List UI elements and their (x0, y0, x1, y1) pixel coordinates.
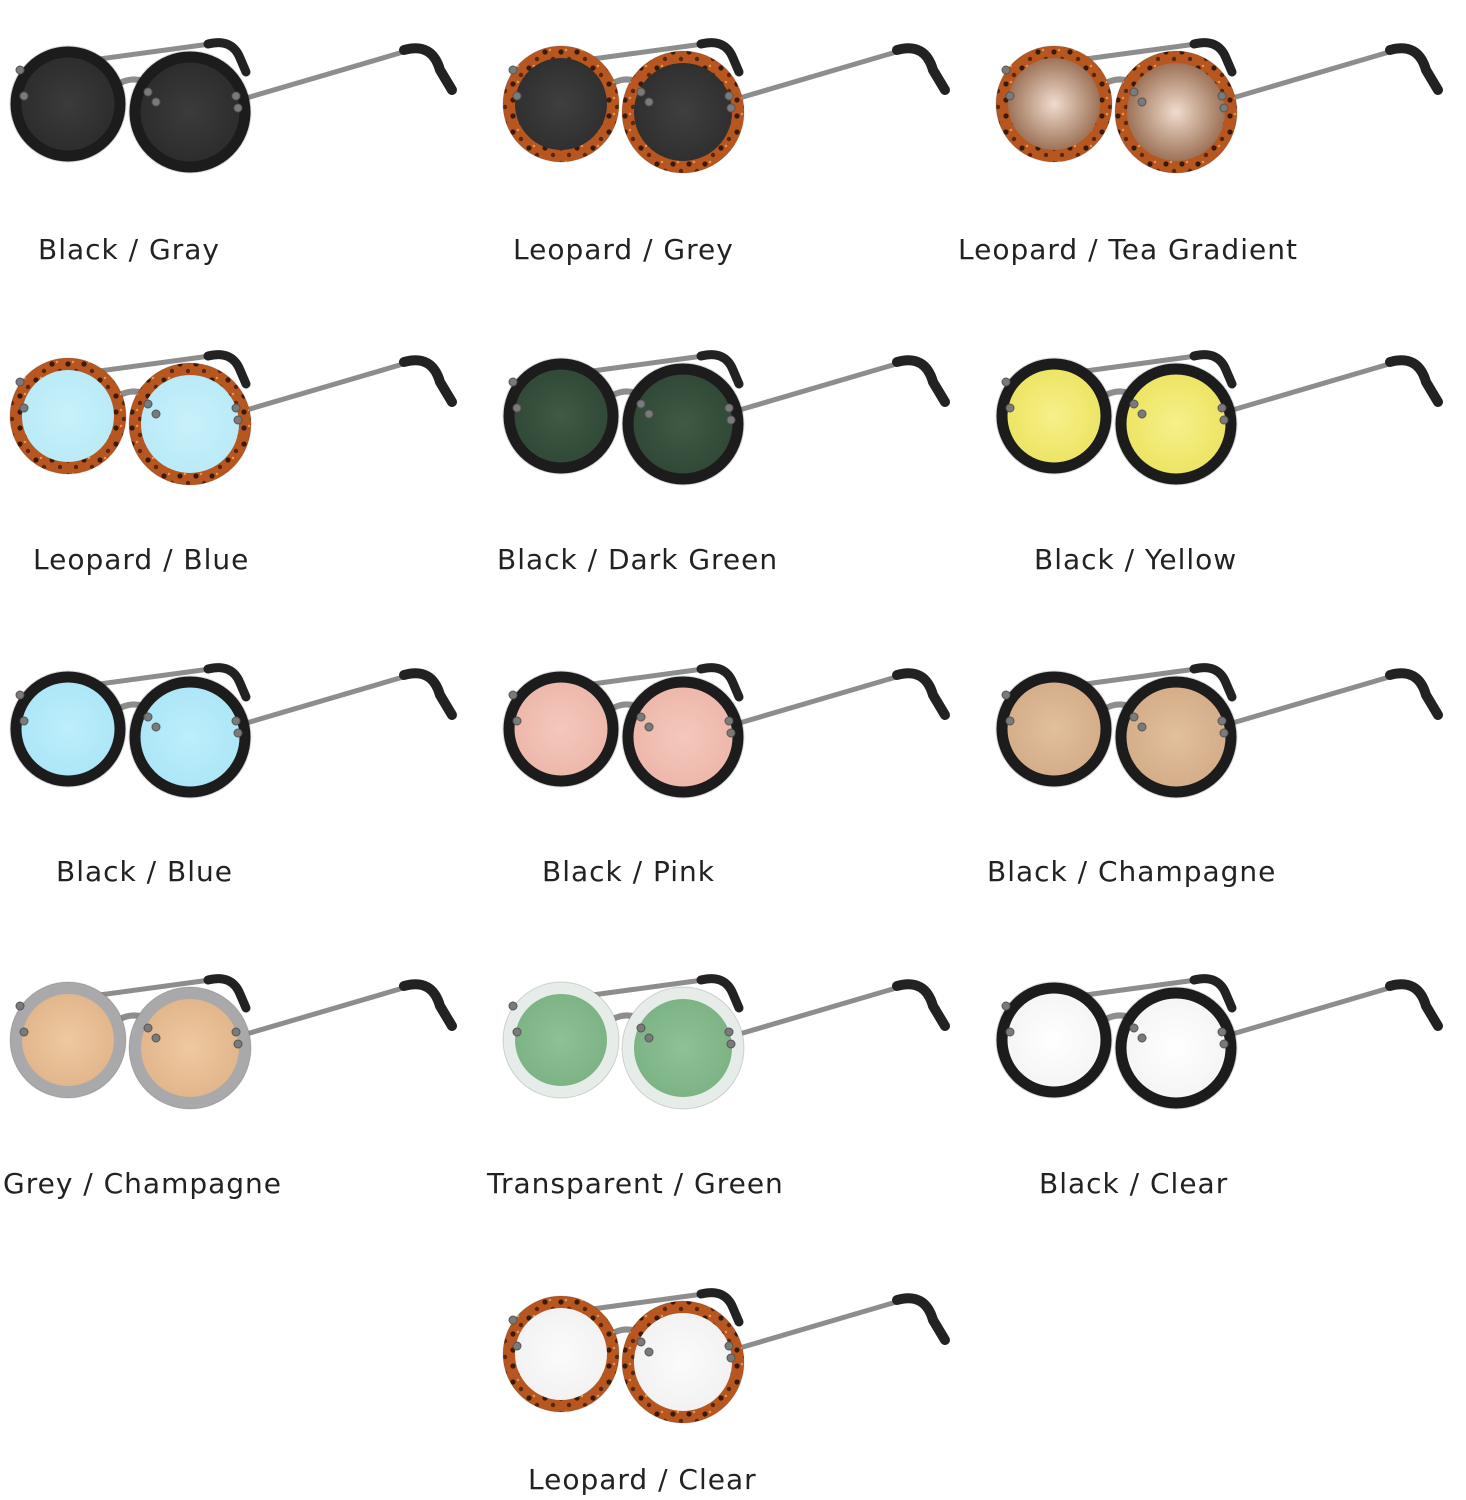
variant-leopard-tea-gradient: Leopard / Tea Gradient (958, 0, 1466, 300)
glasses-drawing (995, 350, 1443, 486)
sunglasses-image (502, 1288, 950, 1424)
glasses-drawing (995, 38, 1443, 174)
sunglasses-image (502, 350, 950, 486)
variant-black-gray: Black / Gray (0, 0, 480, 300)
sunglasses-image (502, 38, 950, 174)
glasses-drawing (502, 38, 950, 174)
variant-leopard-blue: Leopard / Blue (0, 312, 480, 612)
glasses-drawing (502, 1288, 950, 1424)
variant-label: Black / Gray (38, 233, 220, 266)
variant-black-yellow: Black / Yellow (986, 312, 1466, 612)
glasses-drawing (502, 350, 950, 486)
variant-label: Transparent / Green (487, 1167, 784, 1200)
variant-label: Leopard / Clear (528, 1463, 757, 1496)
variant-label: Black / Blue (56, 855, 233, 888)
variant-leopard-clear: Leopard / Clear (493, 1250, 973, 1500)
glasses-drawing (9, 974, 457, 1110)
sunglasses-image (995, 974, 1443, 1110)
glasses-drawing (9, 38, 457, 174)
variant-label: Leopard / Grey (513, 233, 734, 266)
sunglasses-image (995, 38, 1443, 174)
sunglasses-image (9, 350, 457, 486)
sunglasses-image (9, 663, 457, 799)
glasses-drawing (502, 663, 950, 799)
variant-black-blue: Black / Blue (0, 625, 480, 925)
variant-black-clear: Black / Clear (986, 936, 1466, 1236)
variant-label: Black / Clear (1039, 1167, 1229, 1200)
variant-black-dark-green: Black / Dark Green (493, 312, 973, 612)
variant-label: Black / Champagne (987, 855, 1277, 888)
variant-transparent-green: Transparent / Green (487, 936, 973, 1236)
variant-leopard-grey: Leopard / Grey (493, 0, 973, 300)
sunglasses-image (995, 663, 1443, 799)
variant-label: Leopard / Tea Gradient (958, 233, 1298, 266)
variant-label: Black / Dark Green (497, 543, 779, 576)
variant-label: Grey / Champagne (3, 1167, 283, 1200)
sunglasses-image (995, 350, 1443, 486)
sunglasses-image (9, 974, 457, 1110)
glasses-drawing (502, 974, 950, 1110)
glasses-drawing (9, 350, 457, 486)
glasses-drawing (9, 663, 457, 799)
variant-black-pink: Black / Pink (493, 625, 973, 925)
sunglasses-image (502, 974, 950, 1110)
variant-label: Black / Pink (542, 855, 715, 888)
glasses-drawing (995, 974, 1443, 1110)
glasses-drawing (995, 663, 1443, 799)
variant-label: Black / Yellow (1034, 543, 1238, 576)
variant-label: Leopard / Blue (33, 543, 250, 576)
sunglasses-image (502, 663, 950, 799)
sunglasses-image (9, 38, 457, 174)
variant-black-champagne: Black / Champagne (986, 625, 1466, 925)
variant-grey-champagne: Grey / Champagne (0, 936, 480, 1236)
